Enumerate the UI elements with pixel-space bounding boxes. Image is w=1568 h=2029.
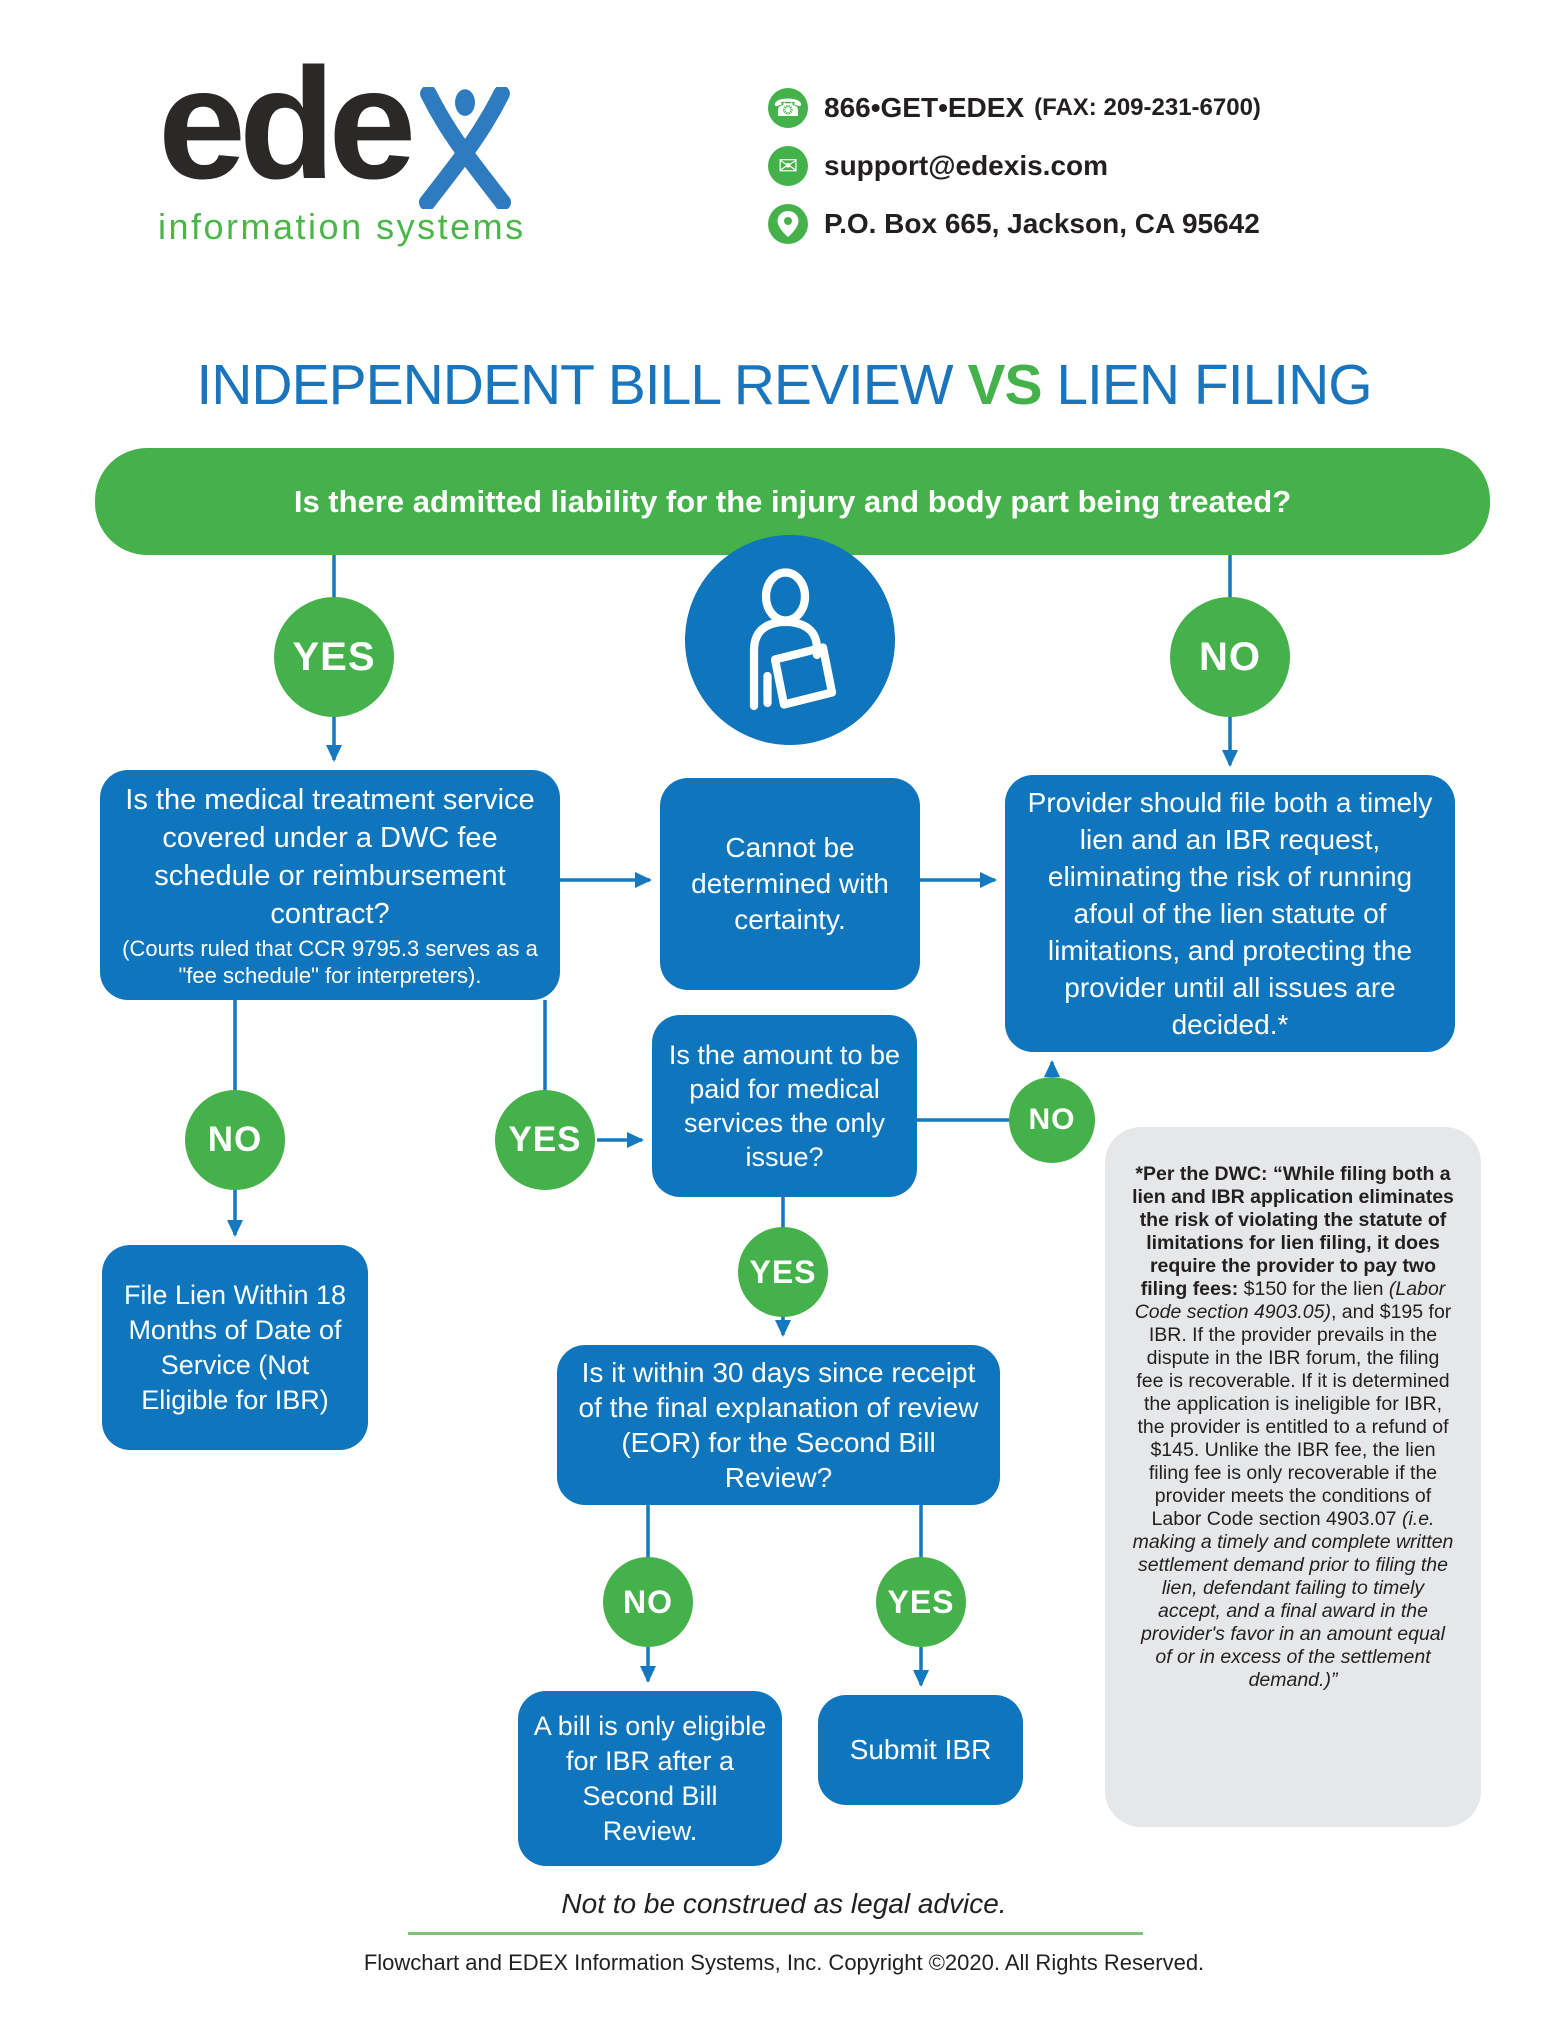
- contact-address-row: P.O. Box 665, Jackson, CA 95642: [768, 204, 1261, 244]
- node-yes-within-30-days: YES: [876, 1557, 966, 1647]
- email-address: support@edexis.com: [824, 150, 1109, 181]
- edex-logo: ede information systems: [158, 38, 526, 248]
- mailing-address: P.O. Box 665, Jackson, CA 95642: [824, 208, 1260, 239]
- box-cannot-be-determined: Cannot be determined with certainty.: [660, 778, 920, 990]
- location-pin-icon: [768, 204, 808, 244]
- title-vs: VS: [967, 353, 1042, 417]
- banner-question: Is there admitted liability for the inju…: [95, 448, 1490, 555]
- title-part2: LIEN FILING: [1041, 353, 1372, 417]
- node-yes-liability: YES: [274, 597, 394, 717]
- node-yes-fee-schedule: YES: [495, 1090, 595, 1190]
- title-part1: INDEPENDENT BILL REVIEW: [196, 353, 968, 417]
- box-amount-only-issue: Is the amount to be paid for medical ser…: [652, 1015, 917, 1197]
- copyright-line: Flowchart and EDEX Information Systems, …: [363, 1950, 1205, 1975]
- fax-number: (FAX: 209-231-6700): [1034, 94, 1261, 121]
- box-submit-ibr: Submit IBR: [818, 1695, 1023, 1805]
- phone-icon: ☎: [768, 88, 808, 128]
- edex-person-x-icon: [415, 85, 515, 214]
- node-no-within-30-days: NO: [603, 1557, 693, 1647]
- box-within-30-days: Is it within 30 days since receipt of th…: [557, 1345, 1000, 1505]
- footnote-bold-segment: *Per the DWC: “While filing both a lien …: [1132, 1163, 1454, 1300]
- node-no-amount-only: NO: [1009, 1077, 1095, 1163]
- edex-wordmark-text: ede: [158, 36, 416, 212]
- page-title: INDEPENDENT BILL REVIEW VS LIEN FILING: [0, 352, 1568, 418]
- footnote-normal-segment-2: , and $195 for IBR. If the provider prev…: [1136, 1301, 1452, 1530]
- box-second-bill-review: A bill is only eligible for IBR after a …: [518, 1691, 782, 1866]
- legal-disclaimer: Not to be construed as legal advice.: [561, 1888, 1007, 1919]
- phone-number: 866•GET•EDEX: [824, 92, 1025, 123]
- box-file-lien: File Lien Within 18 Months of Date of Se…: [102, 1245, 368, 1450]
- footnote-italic-segment-2: (i.e. making a timely and complete writt…: [1132, 1508, 1454, 1691]
- box-medical-note-text: (Courts ruled that CCR 9795.3 serves as …: [122, 936, 538, 988]
- node-no-fee-schedule: NO: [185, 1090, 285, 1190]
- logo-tagline: information systems: [158, 206, 526, 247]
- contact-phone-row: ☎ 866•GET•EDEX (FAX: 209-231-6700): [768, 88, 1261, 128]
- dwc-footnote-box: *Per the DWC: “While filing both a lien …: [1105, 1127, 1481, 1827]
- box-medical-main-text: Is the medical treatment service covered…: [125, 784, 535, 930]
- injured-person-icon: [685, 535, 895, 745]
- footnote-italic-segment-1: (Labor Code section 4903.05): [1134, 1278, 1446, 1323]
- contact-block: ☎ 866•GET•EDEX (FAX: 209-231-6700) ✉ sup…: [768, 88, 1261, 262]
- footnote-normal-segment-1: $150 for the lien: [1243, 1278, 1389, 1300]
- contact-email-row: ✉ support@edexis.com: [768, 146, 1261, 186]
- node-no-liability: NO: [1170, 597, 1290, 717]
- email-icon: ✉: [768, 146, 808, 186]
- node-yes-amount-only: YES: [738, 1227, 828, 1317]
- edex-wordmark: ede: [158, 36, 526, 212]
- box-provider-file-both: Provider should file both a timely lien …: [1005, 775, 1455, 1052]
- footer-divider: [408, 1932, 1143, 1935]
- box-medical-treatment-question: Is the medical treatment service covered…: [100, 770, 560, 1000]
